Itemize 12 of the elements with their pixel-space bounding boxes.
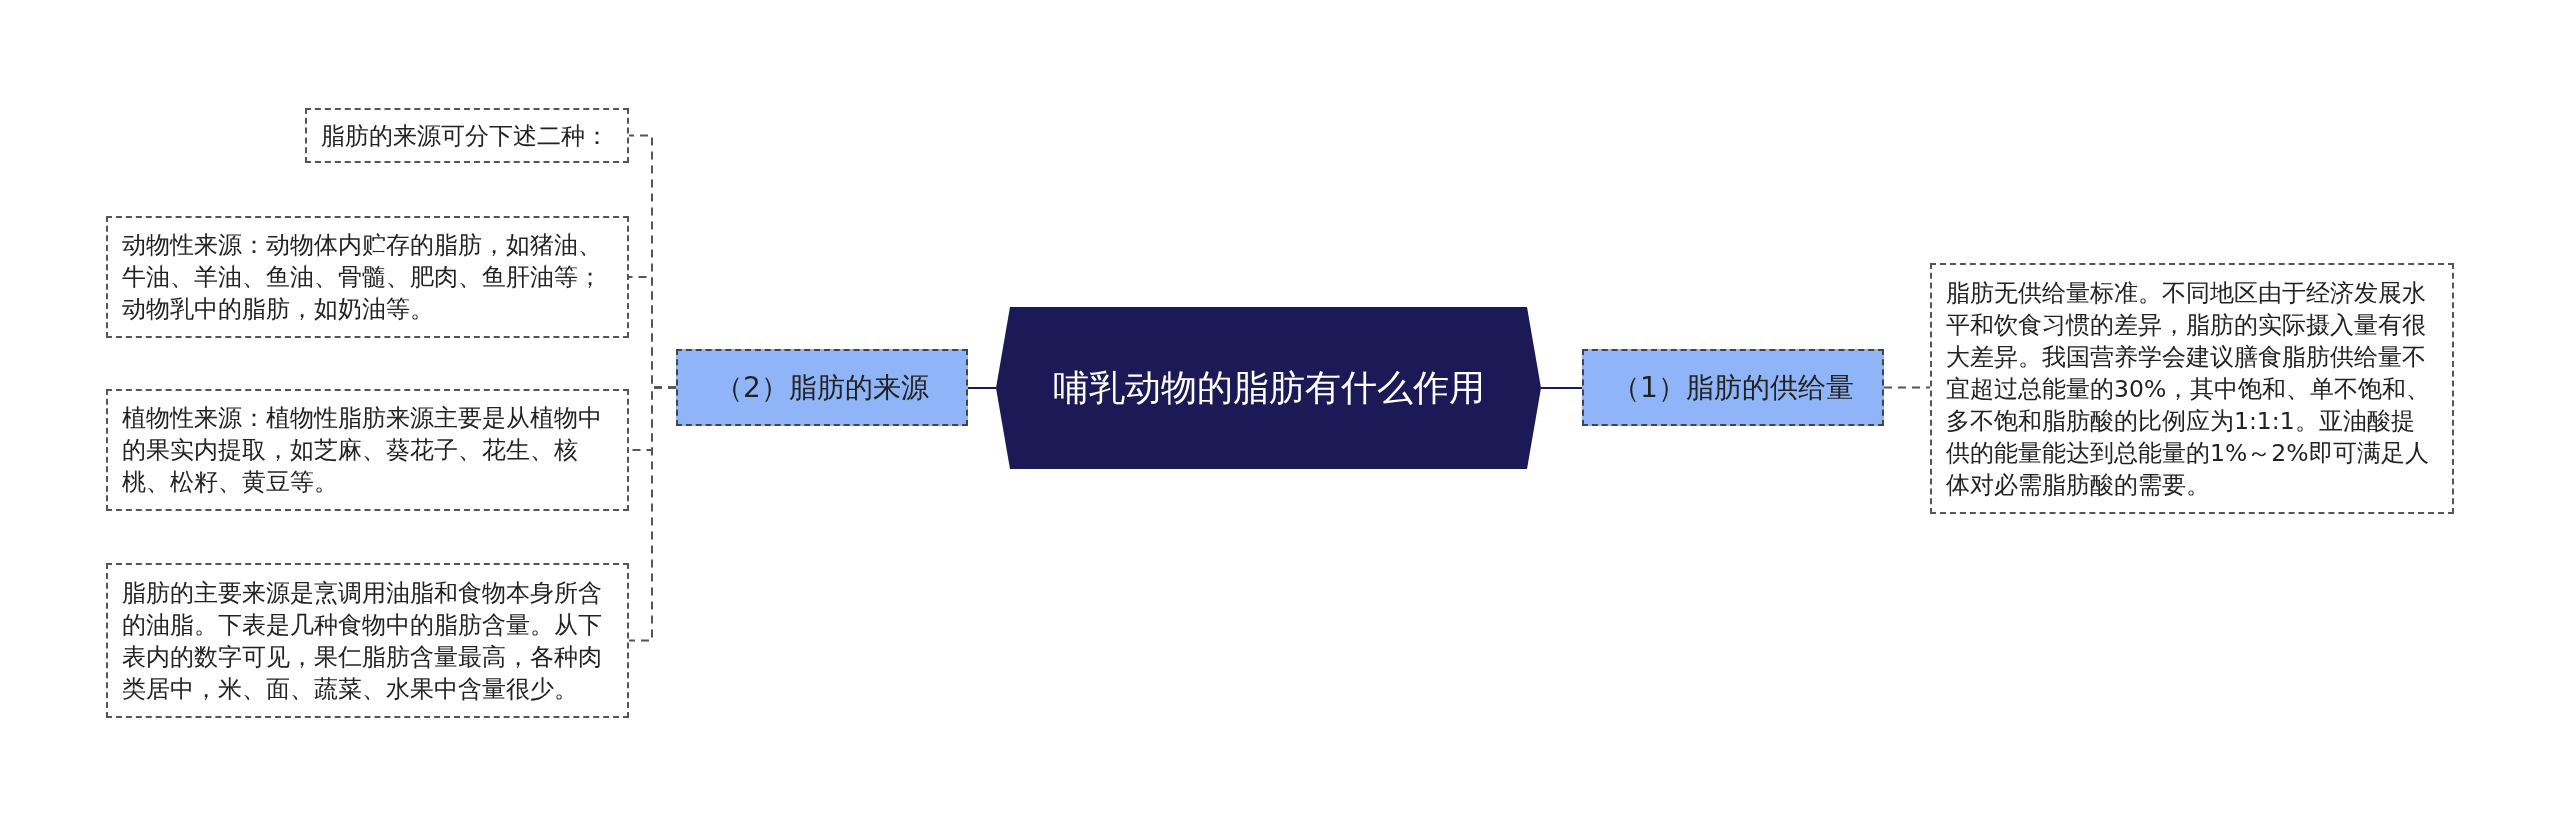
note-box: 脂肪无供给量标准。不同地区由于经济发展水平和饮食习惯的差异，脂肪的实际摄入量有很大差异。我国营养学会建议膳食脂肪供给量不宜超过总能量的30%，其中饱和、单不饱和、多不饱和脂肪酸的比例应为1:1:1。亚油酸提供的能量能达到总能量的1%～2%即可满足人体对必需脂肪酸的需要。 bbox=[1930, 263, 2454, 514]
connector-line bbox=[628, 386, 677, 642]
note-box: 植物性来源：植物性脂肪来源主要是从植物中的果实内提取，如芝麻、葵花子、花生、核桃、松籽、黄豆等。 bbox=[106, 389, 629, 511]
connector-line bbox=[967, 387, 997, 389]
note-box: 动物性来源：动物体内贮存的脂肪，如猪油、牛油、羊油、鱼油、骨髓、肥肉、鱼肝油等；动物乳中的脂肪，如奶油等。 bbox=[106, 216, 629, 338]
topic-box: （1）脂肪的供给量 bbox=[1582, 349, 1884, 426]
note-box: 脂肪的来源可分下述二种： bbox=[305, 108, 629, 163]
note-box: 脂肪的主要来源是烹调用油脂和食物本身所含的油脂。下表是几种食物中的脂肪含量。从下表内的数字可见，果仁脂肪含量最高，各种肉类居中，米、面、蔬菜、水果中含量很少。 bbox=[106, 563, 629, 718]
connector-line bbox=[1883, 386, 1931, 389]
central-topic: 哺乳动物的脂肪有什么作用 bbox=[996, 307, 1541, 469]
topic-box: （2）脂肪的来源 bbox=[676, 349, 968, 426]
connector-line bbox=[1540, 387, 1583, 389]
